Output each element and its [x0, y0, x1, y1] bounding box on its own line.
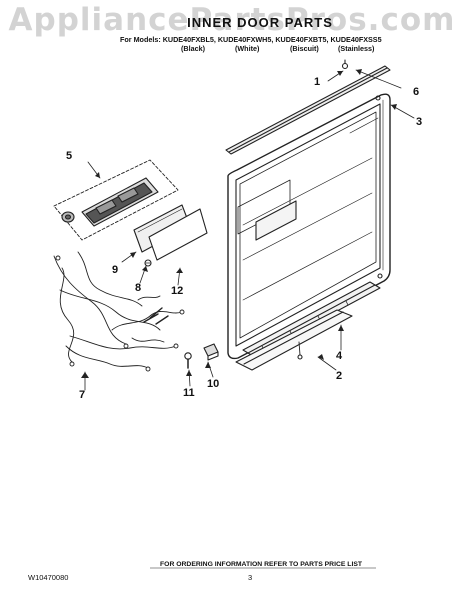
callout-6: 6 — [413, 86, 420, 98]
callout-12: 12 — [171, 285, 184, 297]
callout-1: 1 — [314, 76, 321, 88]
page-number: 3 — [248, 573, 253, 582]
variant-white: (White) — [235, 44, 260, 53]
leader-lines — [84, 69, 415, 391]
callout-2: 2 — [336, 370, 343, 382]
leader-arrowheads — [81, 69, 397, 378]
variant-biscuit: (Biscuit) — [290, 44, 319, 53]
watermark: AppliancePartsPros.com — [8, 2, 456, 38]
part-12-board-cover — [148, 208, 208, 261]
part-11-screw — [184, 352, 192, 369]
callout-3: 3 — [416, 116, 423, 128]
callout-10: 10 — [207, 378, 220, 390]
document-number: W10470080 — [28, 573, 69, 582]
model-list: For Models: KUDE40FXBL5, KUDE40FXWH5, KU… — [120, 35, 382, 44]
part-2-vent-strip — [235, 309, 353, 371]
callout-11: 11 — [183, 387, 195, 399]
part-10-latch-bracket — [203, 343, 219, 361]
ordering-note: FOR ORDERING INFORMATION REFER TO PARTS … — [160, 561, 363, 568]
part-5-control-module — [53, 159, 179, 241]
part-7-wire-harness — [53, 251, 185, 372]
callout-4: 4 — [336, 350, 343, 362]
part-8-screw — [144, 259, 152, 267]
callout-9: 9 — [112, 264, 119, 276]
callout-8: 8 — [135, 282, 142, 294]
part-1-door-seal-strip — [225, 59, 391, 155]
callout-5: 5 — [66, 150, 73, 162]
variant-black: (Black) — [181, 44, 205, 53]
callout-7: 7 — [79, 389, 86, 401]
page-title: INNER DOOR PARTS — [187, 15, 333, 30]
variant-stainless: (Stainless) — [338, 44, 375, 53]
